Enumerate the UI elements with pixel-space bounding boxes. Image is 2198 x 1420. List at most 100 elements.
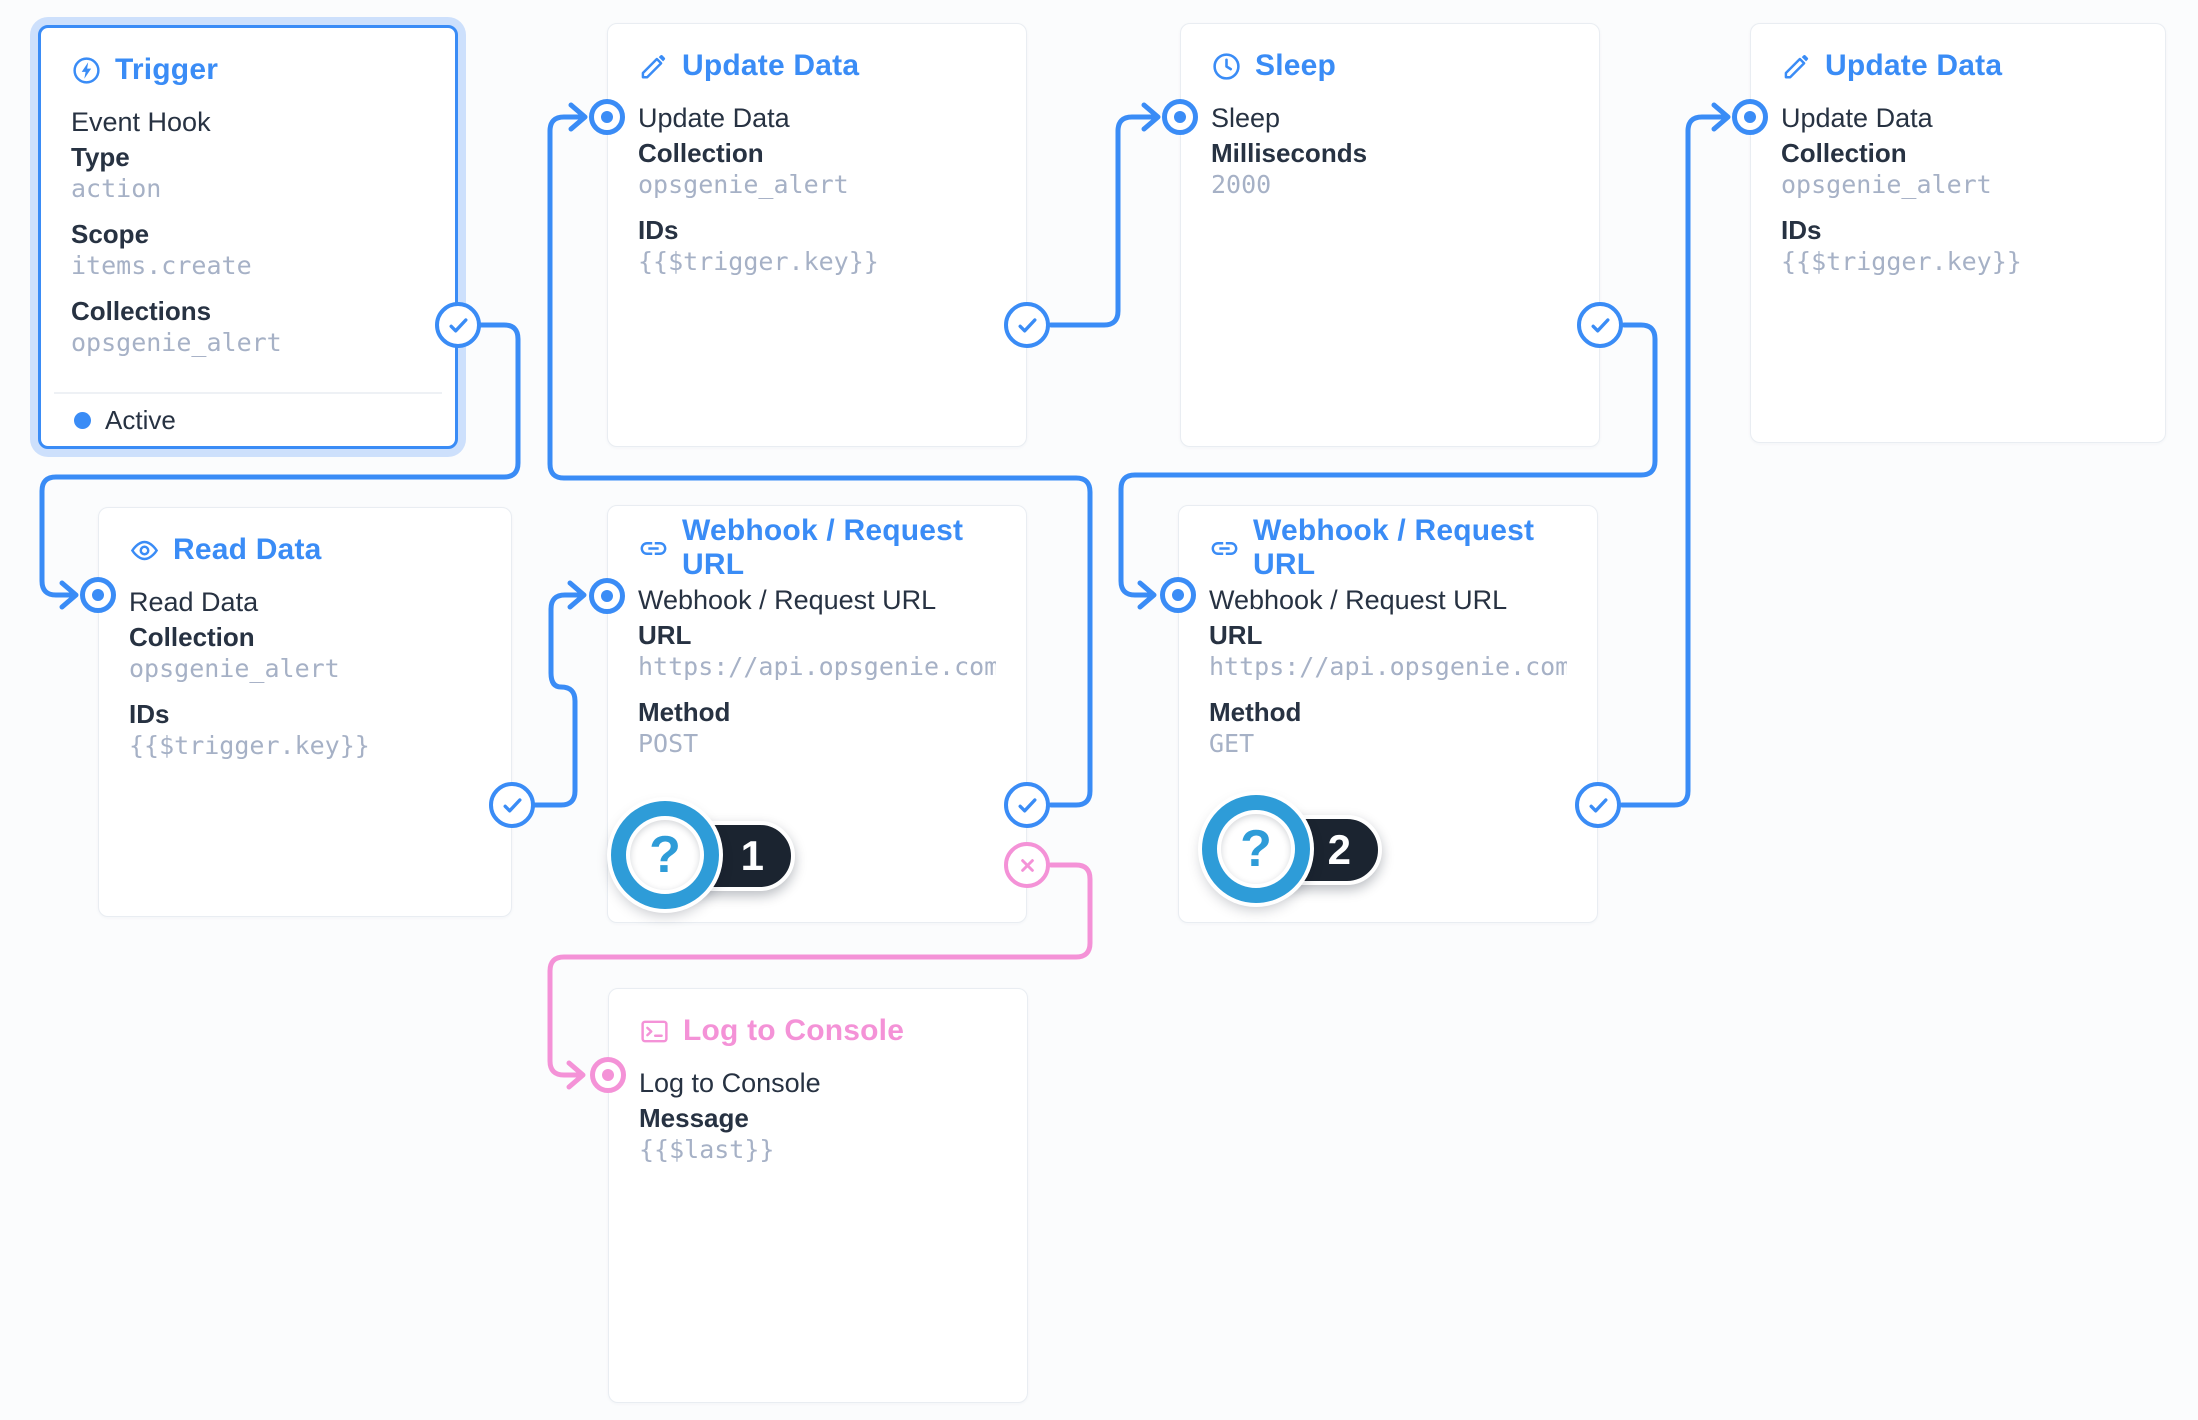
node-title: Trigger <box>115 53 219 86</box>
anchor-dot <box>601 590 613 602</box>
link-icon <box>1211 541 1238 555</box>
step-number: 1 <box>740 832 764 879</box>
bolt-circle-icon <box>73 56 100 84</box>
node-header: Sleep <box>1211 46 1569 86</box>
field-value: opsgenie_alert <box>638 170 849 199</box>
node-title: Sleep <box>1255 49 1337 82</box>
node-header: Trigger <box>71 50 425 90</box>
node-title: Log to Console <box>683 1014 905 1047</box>
edit-icon <box>641 54 666 78</box>
node-operation-name: Webhook / Request URL <box>638 585 937 615</box>
field-value: opsgenie_alert <box>71 328 282 357</box>
edge-sleep-to-webhook-get <box>1118 322 1658 610</box>
node-header: Read Data <box>129 530 481 570</box>
input-anchor[interactable] <box>1160 577 1196 613</box>
field-value: action <box>71 174 162 203</box>
anchor-dot <box>601 111 613 123</box>
node-operation-name: Update Data <box>638 103 790 133</box>
node-title: Read Data <box>173 533 322 566</box>
resolve-anchor[interactable] <box>1577 302 1623 348</box>
node-header: Update Data <box>1781 46 2135 86</box>
field-label: Type <box>71 142 130 172</box>
node-log-to-console[interactable]: Log to Console Log to Console Message{{$… <box>608 988 1028 1403</box>
node-operation-name: Webhook / Request URL <box>1209 585 1508 615</box>
question-status-icon: ? <box>611 801 719 909</box>
node-header: Log to Console <box>639 1011 997 1051</box>
edge-webhook-post-reject-to-log <box>547 862 1093 1090</box>
anchor-dot <box>1174 111 1186 123</box>
step-number: 2 <box>1327 826 1351 873</box>
field-label: Collection <box>638 138 764 168</box>
reject-anchor[interactable] <box>1004 842 1050 888</box>
status-label: Active <box>105 404 176 435</box>
edit-icon <box>1784 54 1809 78</box>
check-icon <box>503 797 521 812</box>
resolve-anchor[interactable] <box>435 302 481 348</box>
field-value: https://api.opsgenie.com/v… <box>1209 652 1567 681</box>
field-label: IDs <box>638 215 679 245</box>
resolve-anchor[interactable] <box>1575 782 1621 828</box>
field-label: URL <box>638 620 692 650</box>
edge-update-data-1-to-sleep <box>1048 102 1161 328</box>
field-label: IDs <box>1781 215 1822 245</box>
field-value: 2000 <box>1211 170 1272 199</box>
node-header: Webhook / Request URL <box>638 514 996 581</box>
anchor-dot <box>1172 589 1184 601</box>
resolve-anchor[interactable] <box>1004 302 1050 348</box>
node-operation-name: Sleep <box>1211 103 1281 133</box>
field-label: Collection <box>129 622 255 652</box>
link-icon <box>640 541 667 555</box>
trigger-status: Active <box>54 392 442 446</box>
field-label: Collection <box>1781 138 1907 168</box>
node-title: Webhook / Request URL <box>1253 514 1535 581</box>
node-title: Webhook / Request URL <box>682 514 964 581</box>
input-anchor[interactable] <box>1162 99 1198 135</box>
input-anchor[interactable] <box>589 99 625 135</box>
anchor-dot <box>1744 111 1756 123</box>
resolve-anchor[interactable] <box>1004 782 1050 828</box>
field-value: https://api.opsgenie.com/v… <box>638 652 996 681</box>
check-icon <box>1591 317 1609 332</box>
resolve-anchor[interactable] <box>489 782 535 828</box>
terminal-icon <box>641 1020 668 1042</box>
question-status-icon: ? <box>1202 795 1310 903</box>
input-anchor[interactable] <box>80 577 116 613</box>
field-value: {{$last}} <box>639 1135 775 1164</box>
check-icon <box>1018 797 1036 812</box>
check-icon <box>1018 317 1036 332</box>
active-status-dot <box>74 411 91 429</box>
field-value: opsgenie_alert <box>1781 170 1992 199</box>
edge-webhook-get-to-update-data-2 <box>1619 102 1731 808</box>
node-operation-name: Update Data <box>1781 103 1933 133</box>
check-icon <box>1589 797 1607 812</box>
field-label: URL <box>1209 620 1263 650</box>
check-icon <box>449 317 467 332</box>
field-value: {{$trigger.key}} <box>129 731 370 760</box>
edge-trigger-to-read-data <box>39 322 521 610</box>
input-anchor[interactable] <box>1732 99 1768 135</box>
node-title: Update Data <box>1825 49 2003 82</box>
field-label: Scope <box>71 219 150 249</box>
node-title: Update Data <box>682 49 860 82</box>
input-anchor[interactable] <box>589 578 625 614</box>
field-label: Collections <box>71 296 212 326</box>
field-value: POST <box>638 729 699 758</box>
anchor-dot <box>92 589 104 601</box>
input-anchor[interactable] <box>590 1057 626 1093</box>
field-value: {{$trigger.key}} <box>1781 247 2022 276</box>
field-value: items.create <box>71 251 252 280</box>
field-value: {{$trigger.key}} <box>638 247 879 276</box>
field-label: Method <box>638 697 731 727</box>
field-label: Method <box>1209 697 1302 727</box>
clock-icon <box>1213 52 1240 80</box>
field-label: IDs <box>129 699 170 729</box>
field-value: opsgenie_alert <box>129 654 340 683</box>
edge-webhook-post-resolve-to-update-data-1 <box>547 102 1093 808</box>
x-icon <box>1020 858 1034 872</box>
